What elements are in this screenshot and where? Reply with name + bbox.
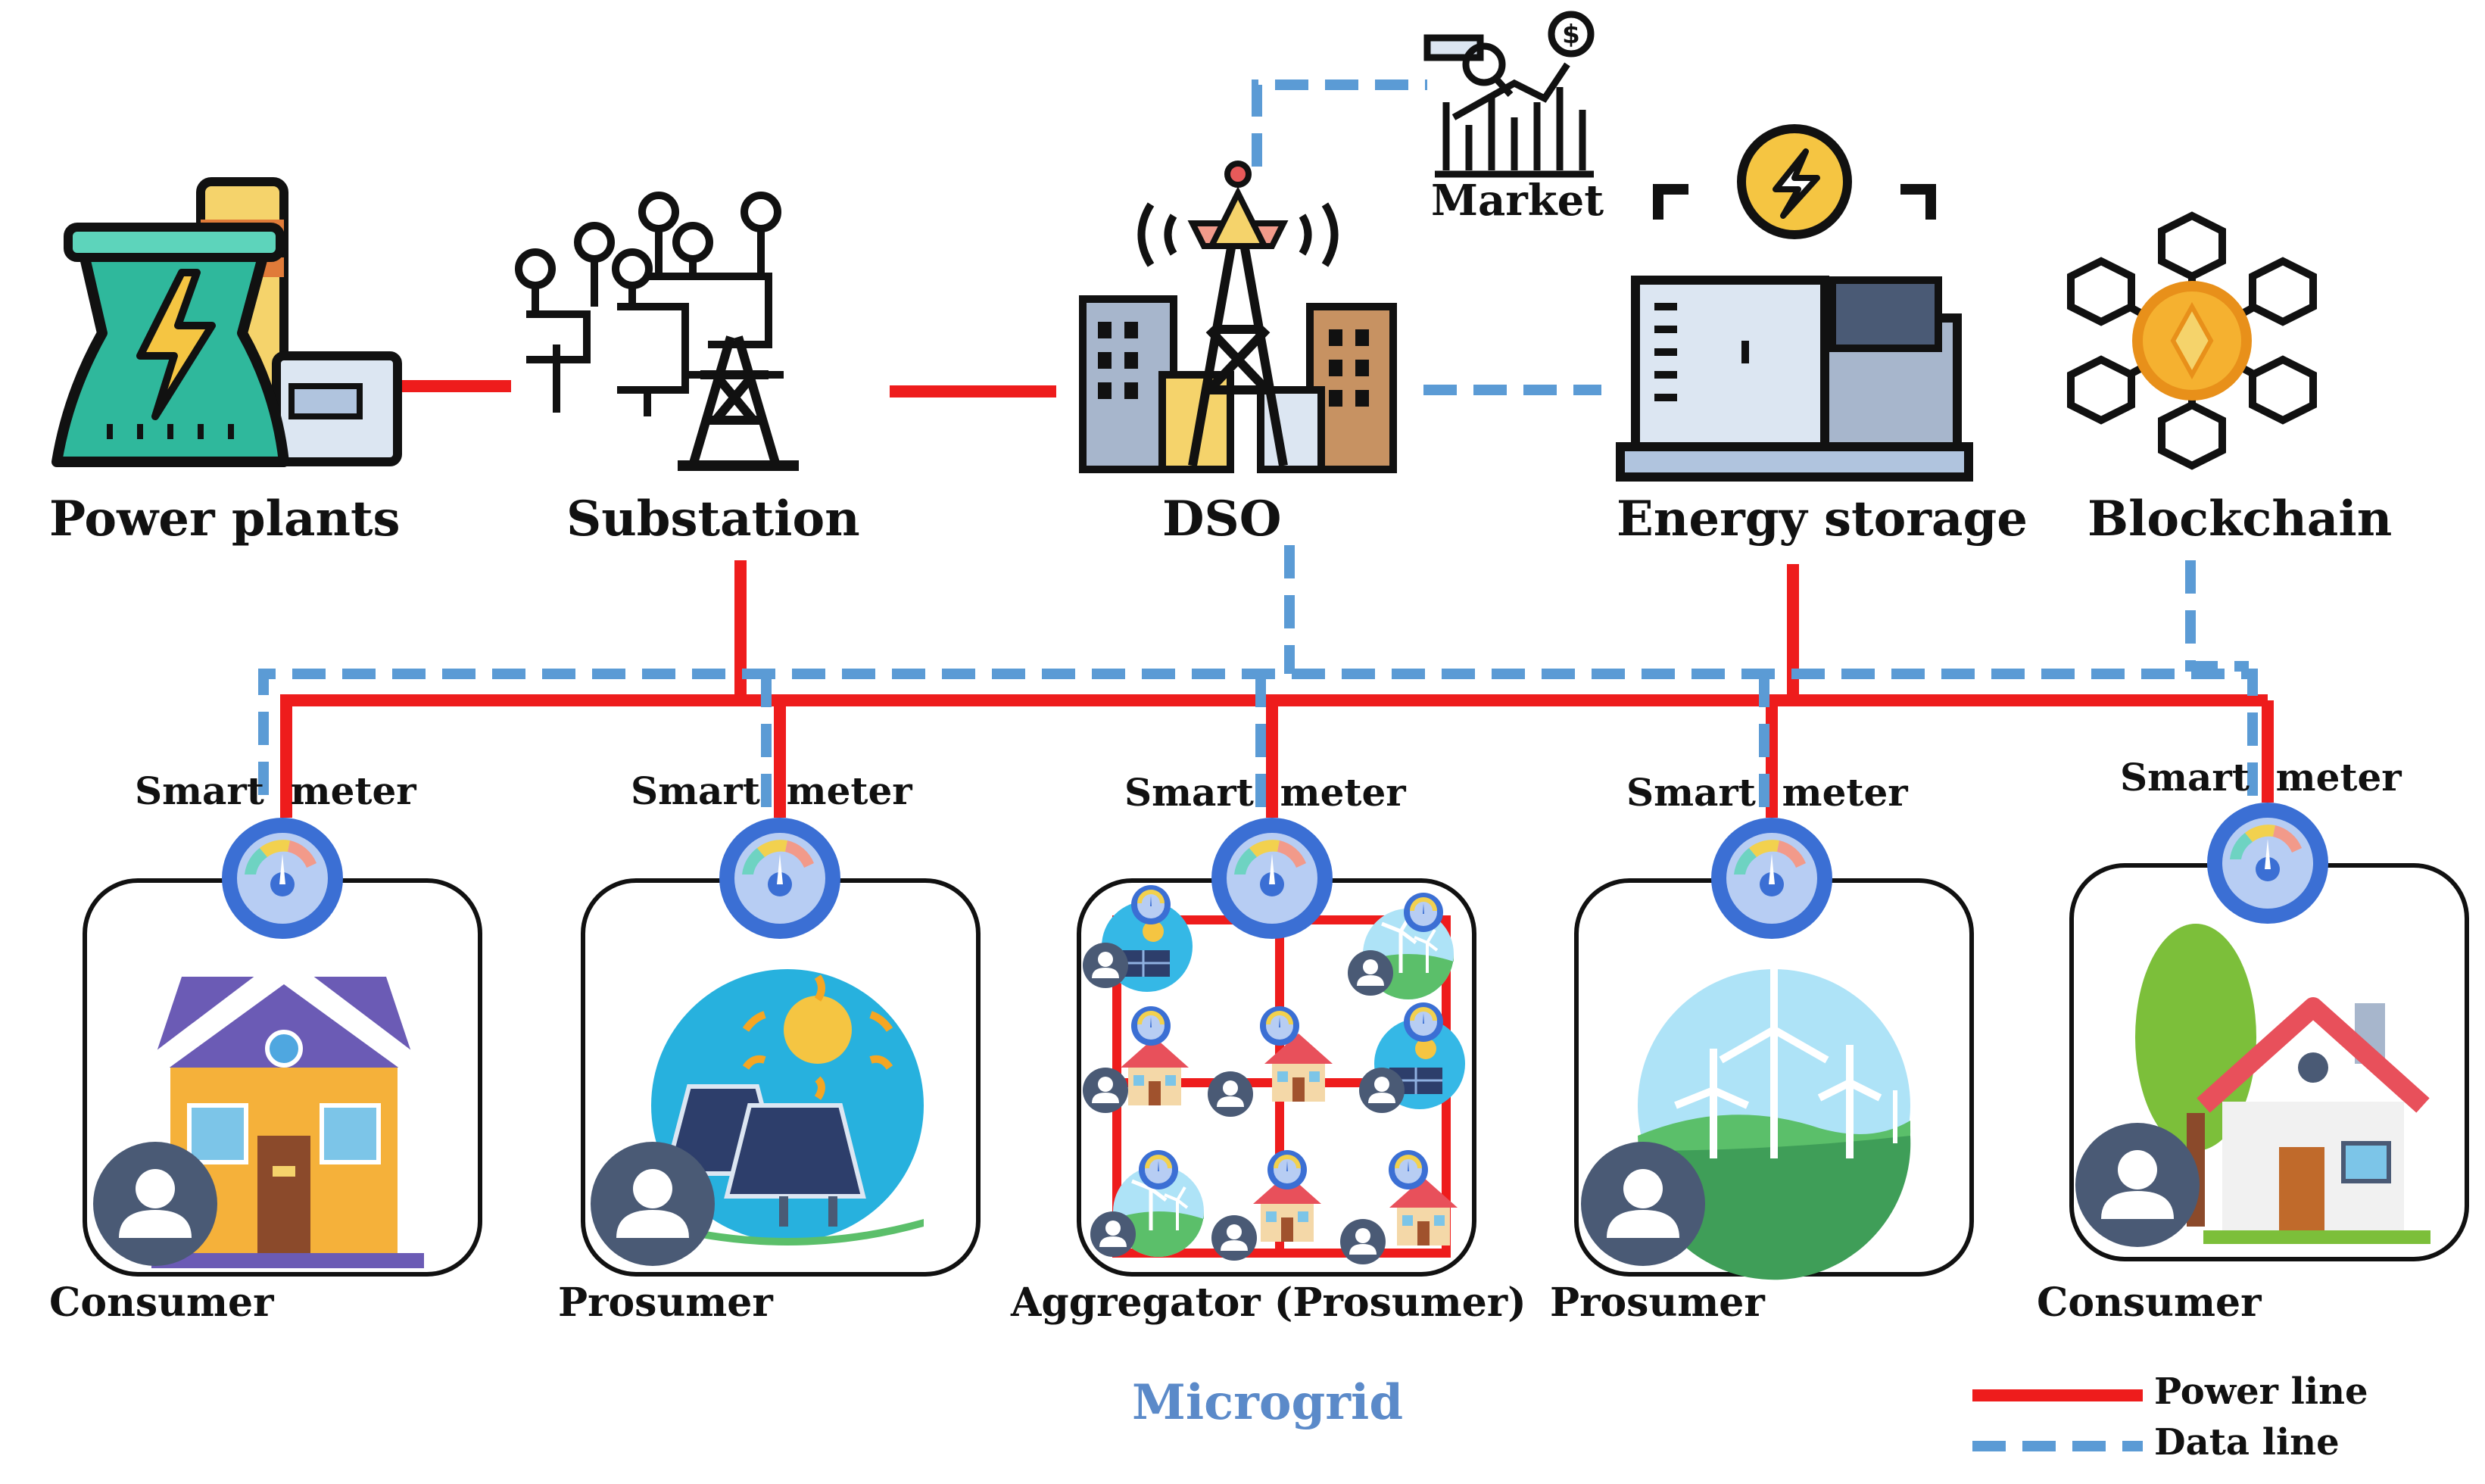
legend-power-line-label: Power line [2154,1370,2368,1413]
legend-data-line-label: Data line [2154,1421,2340,1464]
legend-swatches [1972,1389,2143,1451]
house-icon-2 [2135,924,2430,1244]
user-avatar-icon [1581,1142,1705,1266]
energy-storage-icon [1616,124,1973,482]
label-smart-meter-4: Smart meter [1626,770,1908,815]
label-aggregator: Aggregator (Prosumer) [1011,1280,1526,1326]
blockchain-icon [2067,211,2317,470]
label-smart-meter-3: Smart meter [1124,770,1406,815]
smart-meter-icon [2207,803,2328,924]
data-line-blockchain-drop [2185,560,2249,672]
svg-text:$: $ [1562,20,1580,50]
label-smart-meter-5: Smart meter [2120,755,2402,800]
label-blockchain: Blockchain [2087,491,2393,547]
dso-icon [1079,161,1397,473]
user-avatar-icon [93,1142,217,1266]
label-prosumer-4: Prosumer [1550,1280,1765,1326]
label-smart-meter-1: Smart meter [135,768,416,813]
label-microgrid: Microgrid [1132,1374,1404,1431]
label-market: Market [1431,176,1604,226]
data-line-dso-market [1252,80,1427,167]
smart-meter-icon [1711,818,1832,939]
power-plant-icon [51,177,402,467]
smart-meter-icon [1211,818,1333,939]
substation-icon [515,192,799,471]
label-prosumer-2: Prosumer [558,1280,773,1326]
smart-meter-icon [719,818,840,939]
label-power-plants: Power plants [49,491,401,547]
market-icon: $ [1423,11,1595,178]
smart-meter-icon [222,818,343,939]
user-avatar-icon [591,1142,715,1266]
label-dso: DSO [1162,491,1282,547]
user-avatar-icon [2075,1123,2200,1247]
label-smart-meter-2: Smart meter [631,768,912,813]
house-icon [144,954,424,1268]
label-consumer-5: Consumer [2037,1280,2262,1326]
smart-meters [222,803,2328,939]
label-energy-storage: Energy storage [1617,491,2028,547]
label-substation: Substation [566,491,860,547]
wind-turbine-icon [1638,962,1911,1280]
solar-panel-icon [651,969,924,1246]
label-consumer-1: Consumer [49,1280,274,1326]
